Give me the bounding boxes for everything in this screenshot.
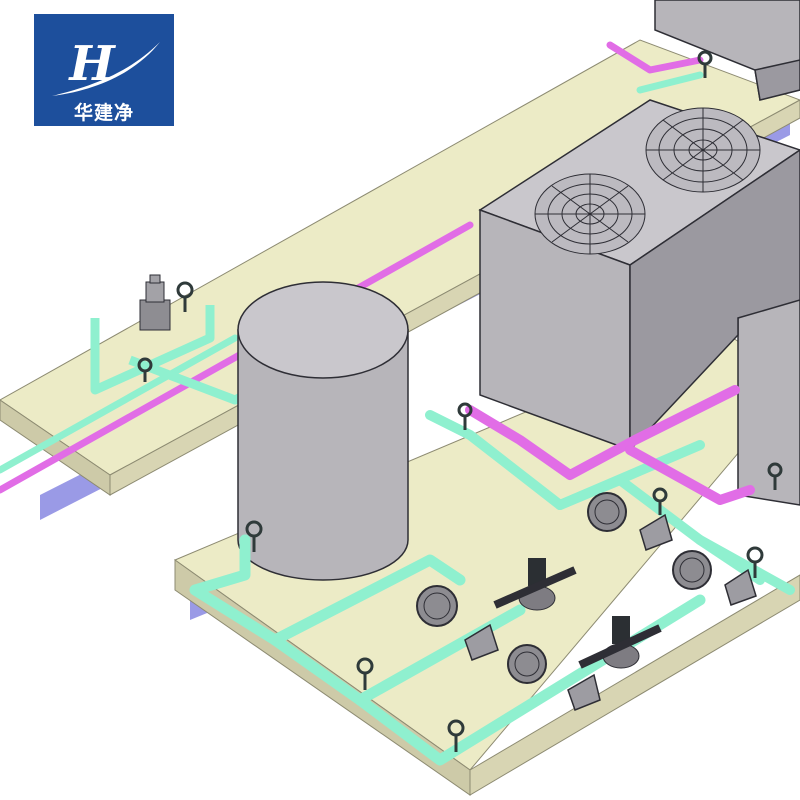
pump-motor-icon xyxy=(493,558,577,611)
gauge-icon xyxy=(672,550,712,590)
lower-platform-side xyxy=(469,574,800,796)
brand-logo-mark: H xyxy=(52,36,160,96)
valve-handwheel-icon xyxy=(176,281,194,312)
water-storage-tank xyxy=(237,281,409,581)
brand-mark-letters: H xyxy=(67,36,116,92)
fan-grille-icon xyxy=(534,173,646,255)
pressure-valve-icon xyxy=(139,274,171,331)
gauge-icon xyxy=(416,585,458,627)
heat-pump-unit-top xyxy=(654,0,800,101)
valve-handwheel-icon xyxy=(245,50,783,752)
brand-logo: H 华建净 xyxy=(34,14,174,126)
supply-pipe xyxy=(465,385,755,505)
gauge-icon xyxy=(507,644,547,684)
fan-grille-icon xyxy=(645,107,761,193)
strainer-icon xyxy=(464,513,757,711)
tank-top xyxy=(237,281,409,379)
pump-motor-icon xyxy=(578,616,662,669)
brand-name: 华建净 xyxy=(73,102,134,124)
heat-pump-unit xyxy=(478,99,800,452)
supply-pipe xyxy=(0,41,704,494)
valve-handwheel-icon xyxy=(137,357,153,382)
gauge-icon xyxy=(587,492,627,532)
